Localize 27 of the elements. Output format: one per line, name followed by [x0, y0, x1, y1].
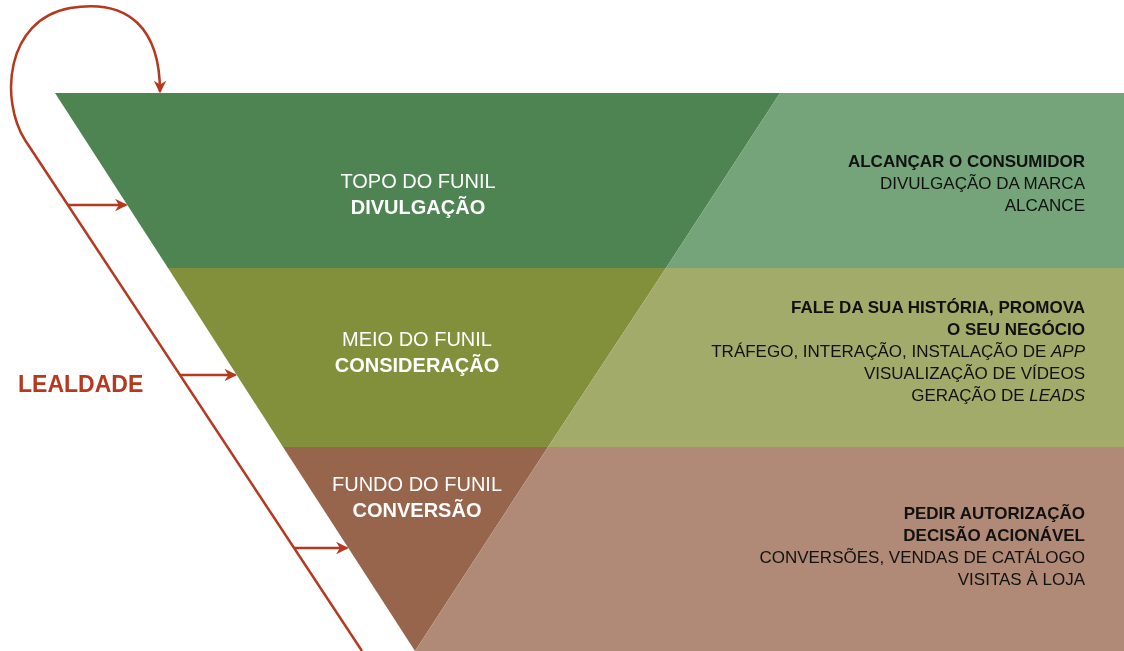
- metric-text: VISUALIZAÇÃO DE VÍDEOS: [862, 363, 1085, 386]
- stage-heading: FALE DA SUA HISTÓRIA, PROMOVA O SEU NEGÓCIO: [789, 297, 1085, 342]
- stage-subheading: DIVULGAÇÃO: [349, 195, 487, 220]
- stage-subheading: CONVERSÃO: [351, 498, 483, 523]
- stage-name: TOPO DO FUNIL: [339, 169, 497, 194]
- funnel-tier: [168, 268, 666, 447]
- stage-subheading: CONSIDERAÇÃO: [333, 353, 501, 378]
- funnel-tier: [283, 447, 548, 651]
- metric-text: GERAÇÃO DE LEADS: [910, 385, 1085, 408]
- arrow: [68, 198, 128, 212]
- metric-text: VISITAS À LOJA: [956, 569, 1085, 592]
- stage-band: [666, 93, 1124, 268]
- loop-arrow: [10, 5, 364, 651]
- stage-band: [548, 268, 1124, 447]
- stage-subheading: DECISÃO ACIONÁVEL: [902, 525, 1085, 548]
- stage-name: FUNDO DO FUNIL: [331, 472, 503, 497]
- stage-name: MEIO DO FUNIL: [341, 327, 493, 352]
- metric-text: TRÁFEGO, INTERAÇÃO, INSTALAÇÃO DE APP: [711, 341, 1085, 364]
- metric-text: DIVULGAÇÃO DA MARCA: [879, 173, 1085, 196]
- arrow: [294, 541, 349, 555]
- metric-text: ALCANCE: [1003, 195, 1085, 218]
- stage-heading: ALCANÇAR O CONSUMIDOR: [847, 151, 1085, 173]
- stage-heading: PEDIR AUTORIZAÇÃO: [902, 503, 1085, 525]
- funnel-tier: [55, 93, 780, 268]
- side-label: LEALDADE: [18, 371, 144, 398]
- metric-text: CONVERSÕES, VENDAS DE CATÁLOGO: [759, 547, 1085, 570]
- arrow: [180, 368, 237, 382]
